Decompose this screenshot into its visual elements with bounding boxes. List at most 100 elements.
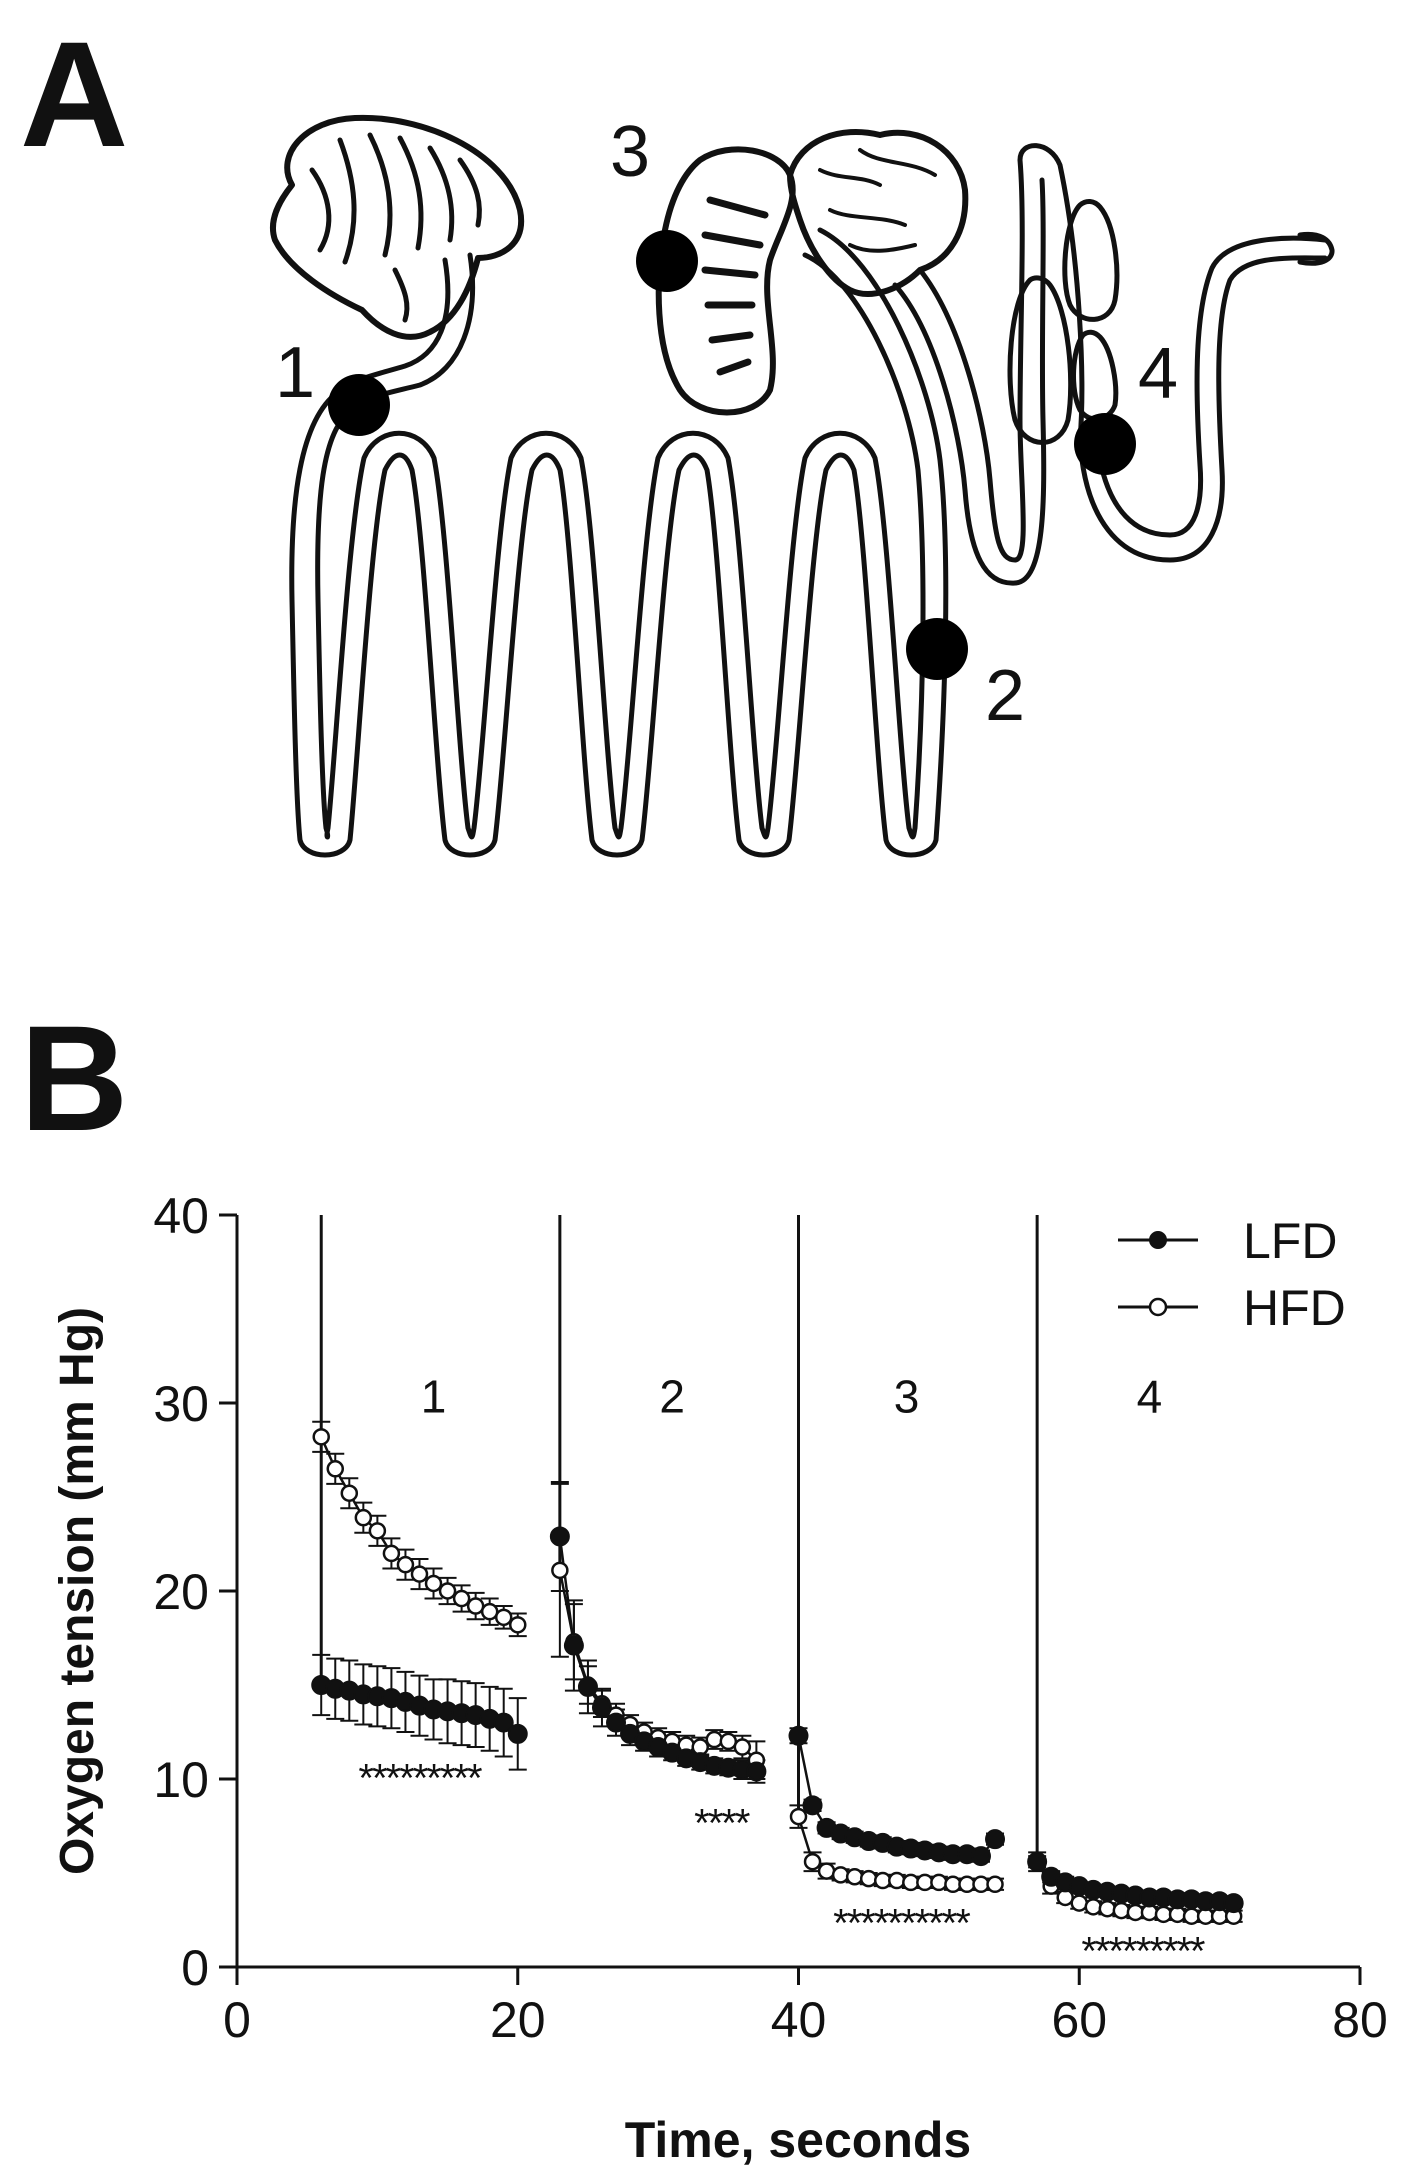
markers-lfd xyxy=(311,1526,1244,1914)
duodenum-inner xyxy=(335,257,451,395)
data-point-hfd xyxy=(509,1616,527,1634)
data-point-lfd xyxy=(788,1725,809,1746)
data-point-hfd xyxy=(354,1508,373,1527)
data-point-hfd xyxy=(803,1852,822,1871)
y-tick-label: 0 xyxy=(181,1940,209,1996)
data-point-hfd xyxy=(888,1871,906,1890)
data-point-hfd xyxy=(438,1582,457,1600)
panel-a-letter: A xyxy=(20,10,128,178)
data-point-lfd xyxy=(746,1761,767,1782)
data-point-hfd xyxy=(916,1873,934,1892)
site-label-2: 2 xyxy=(985,656,1025,736)
anus-end xyxy=(1297,231,1335,266)
legend-marker-hfd xyxy=(1148,1297,1168,1317)
site-label-4: 4 xyxy=(1138,334,1178,414)
data-point-lfd xyxy=(606,1712,627,1733)
data-point-hfd xyxy=(340,1484,359,1502)
colon-pellet-3 xyxy=(1071,329,1119,422)
data-point-lfd xyxy=(577,1676,598,1697)
data-point-lfd xyxy=(970,1846,991,1867)
data-point-hfd xyxy=(382,1544,401,1563)
data-point-hfd xyxy=(930,1873,948,1892)
colon-mass xyxy=(787,128,969,297)
panel-b-letter: B xyxy=(20,994,128,1162)
data-point-hfd xyxy=(494,1608,513,1627)
y-tick-label: 20 xyxy=(153,1564,209,1620)
rectum-outer xyxy=(1077,255,1328,563)
gi-tract-drawing xyxy=(270,114,1335,858)
y-axis-ticks: 0 10 20 30 40 xyxy=(153,1188,237,1996)
x-tick-label: 40 xyxy=(771,1992,827,2048)
legend: LFD HFD xyxy=(1118,1213,1346,1336)
data-point-lfd xyxy=(802,1795,823,1816)
data-point-hfd xyxy=(873,1871,892,1890)
significance-stars: ********* xyxy=(1081,1930,1205,1974)
y-tick-label: 40 xyxy=(153,1188,209,1244)
x-axis-title: Time, seconds xyxy=(625,2112,971,2168)
data-point-hfd xyxy=(312,1428,330,1446)
site-label-3: 3 xyxy=(610,112,650,192)
legend-marker-lfd xyxy=(1149,1231,1167,1249)
segment-label: 3 xyxy=(894,1370,920,1422)
site-marker-3 xyxy=(636,230,698,292)
site-marker-1 xyxy=(328,374,390,436)
data-point-hfd xyxy=(368,1522,387,1540)
cecum-haustra xyxy=(701,196,769,376)
data-point-hfd xyxy=(1070,1894,1088,1912)
data-point-hfd xyxy=(845,1868,864,1886)
colon-tube-inner xyxy=(892,177,1047,586)
colon-pellet-1 xyxy=(1007,275,1074,445)
data-point-hfd xyxy=(972,1875,990,1894)
series-lfd xyxy=(312,1480,1243,1908)
data-point-hfd xyxy=(1112,1901,1131,1920)
data-point-hfd xyxy=(831,1866,850,1884)
intestine-inner xyxy=(315,252,926,840)
data-point-hfd xyxy=(1126,1903,1145,1922)
stomach-rugae xyxy=(309,132,482,323)
significance-stars: ********** xyxy=(833,1901,970,1945)
series-hfd xyxy=(312,1420,1243,1923)
colon-pellet-2 xyxy=(1062,199,1120,322)
y-tick-label: 30 xyxy=(153,1376,209,1432)
data-point-lfd xyxy=(1223,1893,1244,1914)
y-axis-title: Oxygen tension (mm Hg) xyxy=(51,1307,104,1875)
data-point-hfd xyxy=(958,1875,976,1894)
significance-labels: ******************************** xyxy=(358,1757,1206,1974)
stomach-outline xyxy=(270,114,525,340)
sampling-sites: 1 3 4 2 xyxy=(275,112,1178,736)
x-tick-label: 0 xyxy=(223,1992,251,2048)
site-marker-4 xyxy=(1074,413,1136,475)
data-point-hfd xyxy=(410,1565,429,1583)
site-marker-2 xyxy=(906,618,968,680)
data-point-lfd xyxy=(549,1526,570,1547)
data-point-hfd xyxy=(424,1574,443,1593)
colon-tube-outer xyxy=(917,143,1085,563)
series-layer xyxy=(311,1420,1244,1925)
x-tick-label: 80 xyxy=(1332,1992,1388,2048)
series-line-hfd xyxy=(320,1436,519,1626)
segment-label: 4 xyxy=(1137,1370,1163,1422)
legend-label-hfd: HFD xyxy=(1243,1280,1346,1336)
x-tick-label: 20 xyxy=(490,1992,546,2048)
y-tick-label: 10 xyxy=(153,1752,209,1808)
data-point-hfd xyxy=(817,1862,836,1880)
data-point-hfd xyxy=(551,1561,569,1580)
data-point-lfd xyxy=(591,1697,612,1718)
data-point-hfd xyxy=(944,1875,962,1894)
data-point-hfd xyxy=(466,1597,485,1615)
data-point-hfd xyxy=(480,1602,499,1621)
intestine-outer xyxy=(289,227,949,858)
data-point-lfd xyxy=(1027,1851,1048,1872)
data-point-hfd xyxy=(1084,1898,1103,1916)
data-point-hfd xyxy=(326,1460,345,1478)
data-point-hfd xyxy=(452,1589,471,1608)
data-point-hfd xyxy=(396,1555,415,1574)
rectum-inner xyxy=(1097,235,1328,538)
data-point-hfd xyxy=(789,1807,808,1826)
data-point-hfd xyxy=(1182,1907,1201,1925)
site-label-1: 1 xyxy=(275,333,315,413)
significance-stars: **** xyxy=(694,1802,750,1846)
